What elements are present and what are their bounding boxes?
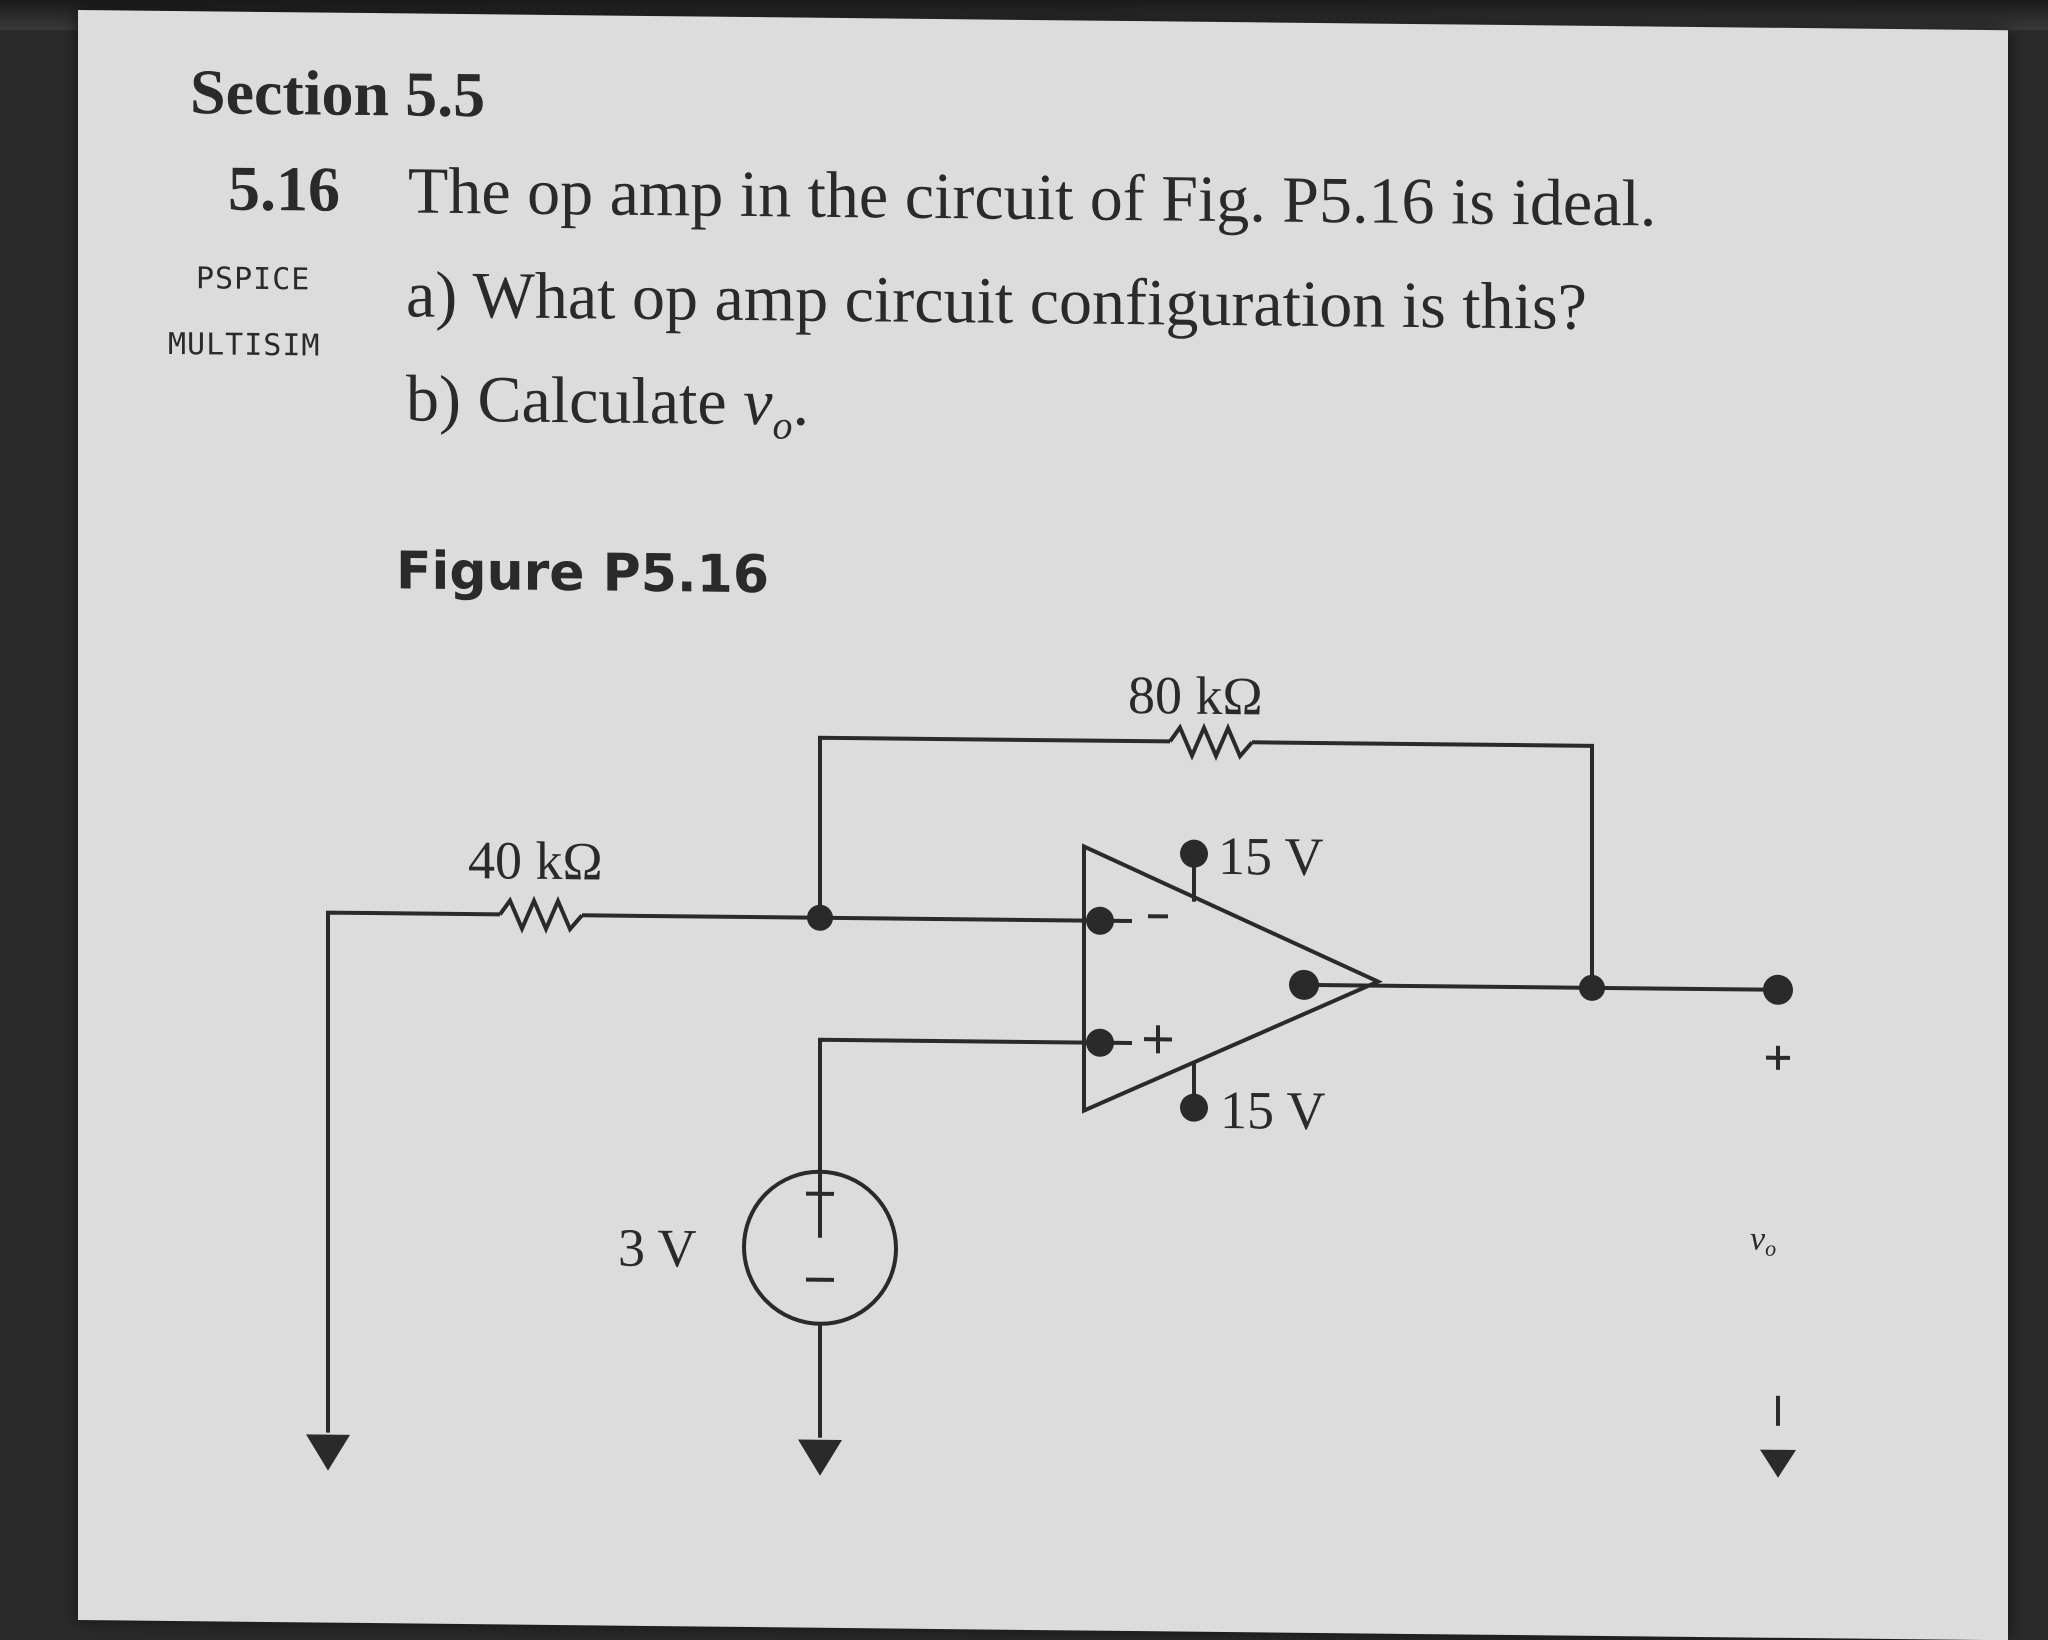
- ground-arrow-left: [306, 1434, 350, 1470]
- negative-supply-label: 15 V: [1220, 1080, 1326, 1141]
- ground-arrow-middle: [798, 1440, 842, 1476]
- output-wire: [1294, 985, 1778, 990]
- noninverting-input-wire: [820, 1040, 1100, 1241]
- feedback-resistor: [1170, 727, 1252, 756]
- source-voltage-label: 3 V: [618, 1218, 697, 1279]
- op-amp-plus-mark: [1144, 1025, 1172, 1053]
- positive-supply-label: 15 V: [1218, 826, 1324, 887]
- op-amp-input-stubs: [1084, 921, 1132, 1044]
- input-resistor: [500, 900, 582, 929]
- inverting-input-wire: [582, 915, 1100, 920]
- op-amp-triangle: [1084, 847, 1378, 1114]
- feedback-wire-left: [820, 738, 1170, 922]
- source-plus-sign: [806, 1180, 834, 1208]
- input-resistor-label: 40 kΩ: [468, 830, 603, 891]
- textbook-page: Section 5.5 5.16 The op amp in the circu…: [78, 10, 2008, 1640]
- input-wire-left: [328, 913, 500, 1435]
- feedback-resistor-label: 80 kΩ: [1128, 665, 1263, 726]
- output-plus-sign: [1766, 1046, 1790, 1070]
- output-voltage-label: vo: [1750, 1221, 1776, 1261]
- output-terminal-arrow: [1760, 1450, 1796, 1478]
- circuit-diagram: 80 kΩ 40 kΩ 15 V 15 V 3 V vo: [78, 10, 2008, 1640]
